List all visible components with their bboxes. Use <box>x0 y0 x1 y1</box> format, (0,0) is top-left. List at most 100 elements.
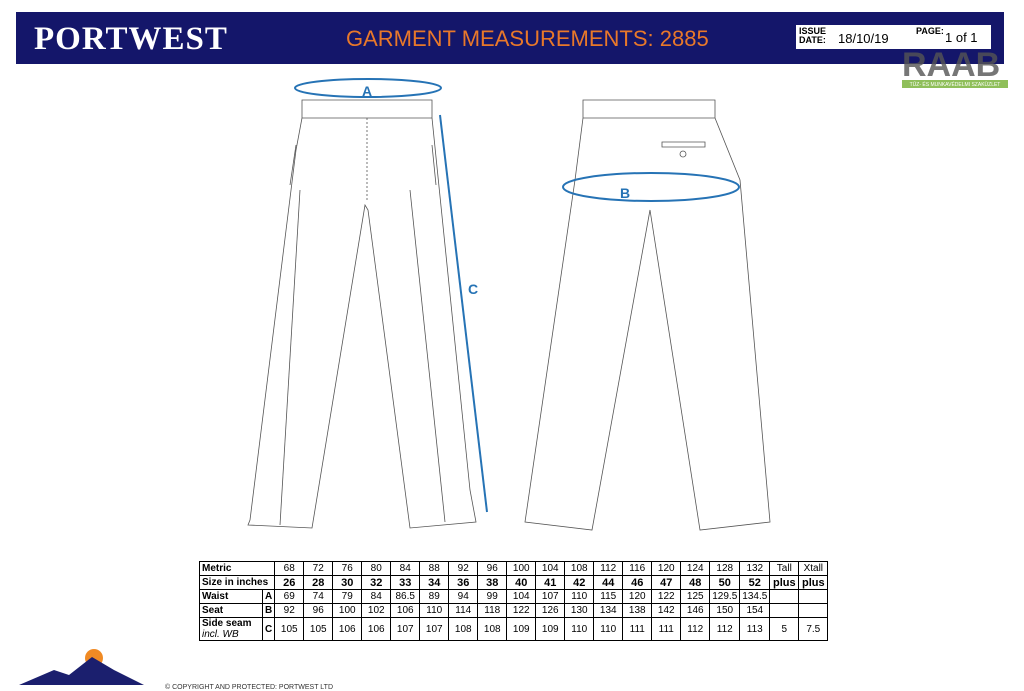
value-cell: 125 <box>680 589 711 604</box>
size-cell: 26 <box>274 575 305 590</box>
value-cell: 107 <box>390 617 421 641</box>
value-cell: 102 <box>361 603 392 618</box>
value-cell <box>798 603 829 618</box>
size-cell: 47 <box>651 575 682 590</box>
label-a: A <box>362 83 372 99</box>
value-cell: 120 <box>622 589 653 604</box>
size-cell: 44 <box>593 575 624 590</box>
issue-date: 18/10/19 <box>838 31 889 46</box>
size-cell: 124 <box>680 561 711 576</box>
value-cell: 74 <box>303 589 334 604</box>
size-cell: Xtall <box>798 561 829 576</box>
size-cell: 32 <box>361 575 392 590</box>
value-cell: 115 <box>593 589 624 604</box>
size-cell: 52 <box>739 575 771 590</box>
value-cell: 108 <box>477 617 508 641</box>
header-bar: PORTWEST GARMENT MEASUREMENTS: 2885 ISSU… <box>16 12 1004 64</box>
svg-text:TŰZ- ÉS MUNKAVÉDELMI SZAKÜZLET: TŰZ- ÉS MUNKAVÉDELMI SZAKÜZLET <box>910 81 1001 88</box>
row-label: Size in inches <box>198 575 276 590</box>
size-cell: 42 <box>564 575 595 590</box>
size-cell: 112 <box>593 561 624 576</box>
value-cell: 86.5 <box>390 589 421 604</box>
size-cell: 34 <box>419 575 450 590</box>
value-cell: 134 <box>593 603 624 618</box>
value-cell: 96 <box>303 603 334 618</box>
size-cell: 120 <box>651 561 682 576</box>
value-cell: 105 <box>274 617 305 641</box>
value-cell: 154 <box>739 603 771 618</box>
copyright: © COPYRIGHT AND PROTECTED: PORTWEST LTD <box>165 684 333 691</box>
label-b: B <box>620 185 630 201</box>
value-cell: 110 <box>593 617 624 641</box>
portwest-footer-logo <box>19 649 144 685</box>
value-cell: 107 <box>535 589 566 604</box>
value-cell: 89 <box>419 589 450 604</box>
size-cell: 33 <box>390 575 421 590</box>
value-cell: 118 <box>477 603 508 618</box>
value-cell: 130 <box>564 603 595 618</box>
size-cell: 38 <box>477 575 508 590</box>
value-cell: 69 <box>274 589 305 604</box>
value-cell: 84 <box>361 589 392 604</box>
size-cell: plus <box>769 575 800 590</box>
value-cell: 99 <box>477 589 508 604</box>
value-cell: 7.5 <box>798 617 829 641</box>
size-cell: 76 <box>332 561 363 576</box>
value-cell: 126 <box>535 603 566 618</box>
value-cell <box>769 603 800 618</box>
row-label-text: Waist <box>202 591 229 602</box>
size-cell: 30 <box>332 575 363 590</box>
size-cell: 50 <box>709 575 741 590</box>
page-title: GARMENT MEASUREMENTS: 2885 <box>346 26 709 51</box>
page-label: PAGE: <box>916 26 944 36</box>
value-cell: 92 <box>274 603 305 618</box>
value-cell: 109 <box>506 617 537 641</box>
value-cell: 107 <box>419 617 450 641</box>
value-cell: 79 <box>332 589 363 604</box>
value-cell: 5 <box>769 617 800 641</box>
row-label: Metric <box>198 561 276 576</box>
row-label-text: Side seam <box>202 618 252 629</box>
measurement-code: A <box>261 589 276 604</box>
value-cell <box>798 589 829 604</box>
issue-label: ISSUE <box>799 26 827 36</box>
value-cell: 142 <box>651 603 682 618</box>
row-label: Seat <box>199 603 263 618</box>
value-cell: 150 <box>709 603 741 618</box>
value-cell: 104 <box>506 589 537 604</box>
garment-diagram: A B C <box>247 78 771 531</box>
back-view <box>524 99 771 531</box>
row-label: Waist <box>199 589 263 604</box>
value-cell: 111 <box>622 617 653 641</box>
size-cell: 104 <box>535 561 566 576</box>
row-label-text: Seat <box>202 605 224 616</box>
value-cell: 134.5 <box>739 589 771 604</box>
value-cell: 110 <box>564 589 595 604</box>
value-cell: 146 <box>680 603 711 618</box>
size-cell: 36 <box>448 575 479 590</box>
size-cell: 41 <box>535 575 566 590</box>
size-cell: 40 <box>506 575 537 590</box>
value-cell <box>769 589 800 604</box>
page-value: 1 of 1 <box>945 30 978 45</box>
value-cell: 122 <box>651 589 682 604</box>
brand-logo: PORTWEST <box>34 21 228 57</box>
front-view <box>247 78 488 529</box>
value-cell: 114 <box>448 603 479 618</box>
svg-text:RAAB: RAAB <box>902 46 1000 84</box>
date-label: DATE: <box>799 35 826 45</box>
size-cell: 88 <box>419 561 450 576</box>
raab-watermark: RAAB TŰZ- ÉS MUNKAVÉDELMI SZAKÜZLET <box>902 46 1008 88</box>
measurement-code: C <box>261 617 276 641</box>
value-cell: 138 <box>622 603 653 618</box>
size-cell: plus <box>798 575 829 590</box>
size-cell: 48 <box>680 575 711 590</box>
value-cell: 105 <box>303 617 334 641</box>
size-cell: 46 <box>622 575 653 590</box>
